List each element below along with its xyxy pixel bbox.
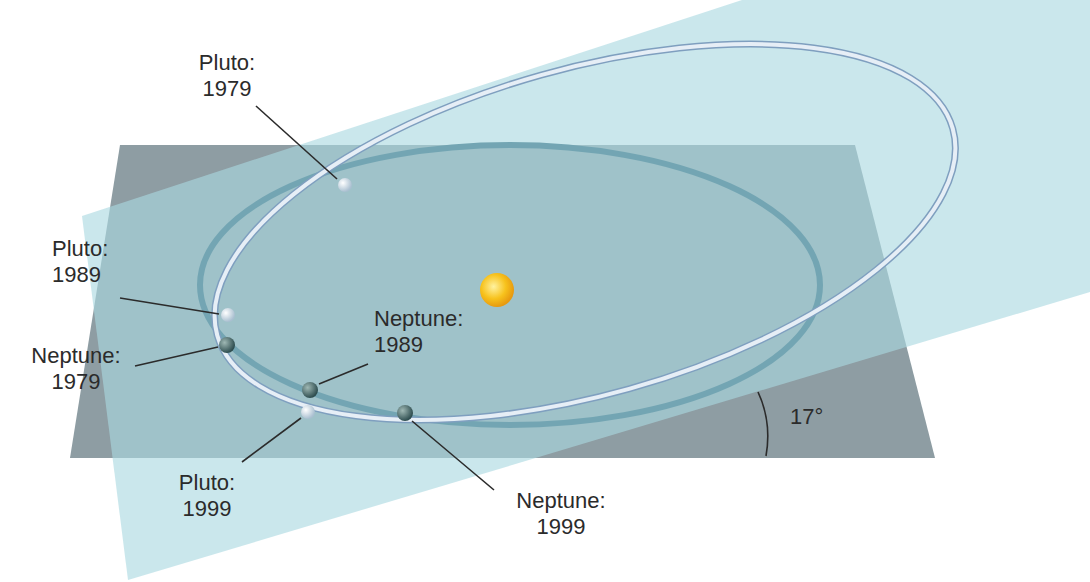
leader-line xyxy=(256,106,337,179)
leader-line xyxy=(120,298,219,314)
planet-label: Neptune: 1999 xyxy=(496,488,626,540)
leader-line xyxy=(242,418,301,462)
pluto-orbit-plane xyxy=(82,0,1090,580)
pluto-planet xyxy=(338,178,352,192)
pluto-planet xyxy=(301,405,315,419)
neptune-planet xyxy=(302,382,318,398)
pluto-orbit-shadow xyxy=(173,0,997,492)
leader-line xyxy=(135,347,218,366)
planet-label: Neptune: 1989 xyxy=(374,306,484,358)
planet-label: Pluto: 1999 xyxy=(162,470,252,522)
angle-arc xyxy=(758,392,768,456)
neptune-planet xyxy=(219,337,235,353)
pluto-orbit xyxy=(173,0,997,492)
angle-label: 17° xyxy=(790,404,860,430)
planet-label: Pluto: 1989 xyxy=(52,236,142,288)
planet-label: Pluto: 1979 xyxy=(182,50,272,102)
neptune-planet xyxy=(397,405,413,421)
leader-line xyxy=(319,364,368,384)
leader-line xyxy=(412,421,494,490)
pluto-planet xyxy=(221,308,235,322)
sun xyxy=(480,273,514,307)
planet-label: Neptune: 1979 xyxy=(16,343,136,395)
